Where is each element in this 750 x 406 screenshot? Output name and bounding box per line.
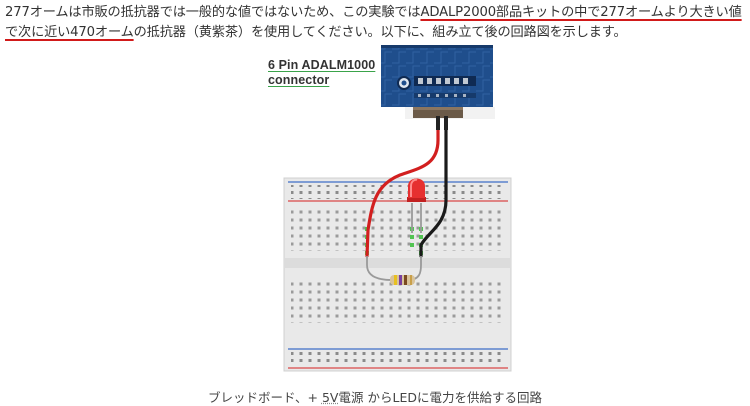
caption-text-1: ブレッドボード、+ xyxy=(208,390,322,405)
resistor-470-ohm xyxy=(390,275,415,285)
paragraph-text-1: 277オームは市販の抵抗器では一般的な値ではないため、この実験では xyxy=(5,5,421,20)
highlighted-text: ADALP2000部品キットの中で277オームより大きい値で次に近い470オーム xyxy=(5,5,742,40)
connector-label: 6 Pin ADALM1000 connector xyxy=(268,58,375,88)
caption-5v-link[interactable]: 5V xyxy=(321,390,339,405)
caption-text-2: 電源 からLEDに電力を供給する回路 xyxy=(338,390,542,405)
paragraph-text-2: の抵抗器（黄紫茶）を使用してください。以下に、組み立て後の回路図を示します。 xyxy=(133,25,627,40)
breadboard xyxy=(283,177,512,372)
red-led xyxy=(407,178,426,233)
instruction-paragraph: 277オームは市販の抵抗器では一般的な値ではないため、この実験ではADALP20… xyxy=(5,3,747,43)
black-wire xyxy=(419,116,448,258)
connector-label-line2: connector xyxy=(268,73,330,87)
pin-header xyxy=(414,76,476,98)
adalm1000-board xyxy=(381,45,495,119)
connector-label-line1: 6 Pin ADALM1000 xyxy=(268,58,376,72)
figure-caption: ブレッドボード、+ 5V電源 からLEDに電力を供給する回路 xyxy=(0,387,750,406)
red-wire xyxy=(365,116,440,258)
